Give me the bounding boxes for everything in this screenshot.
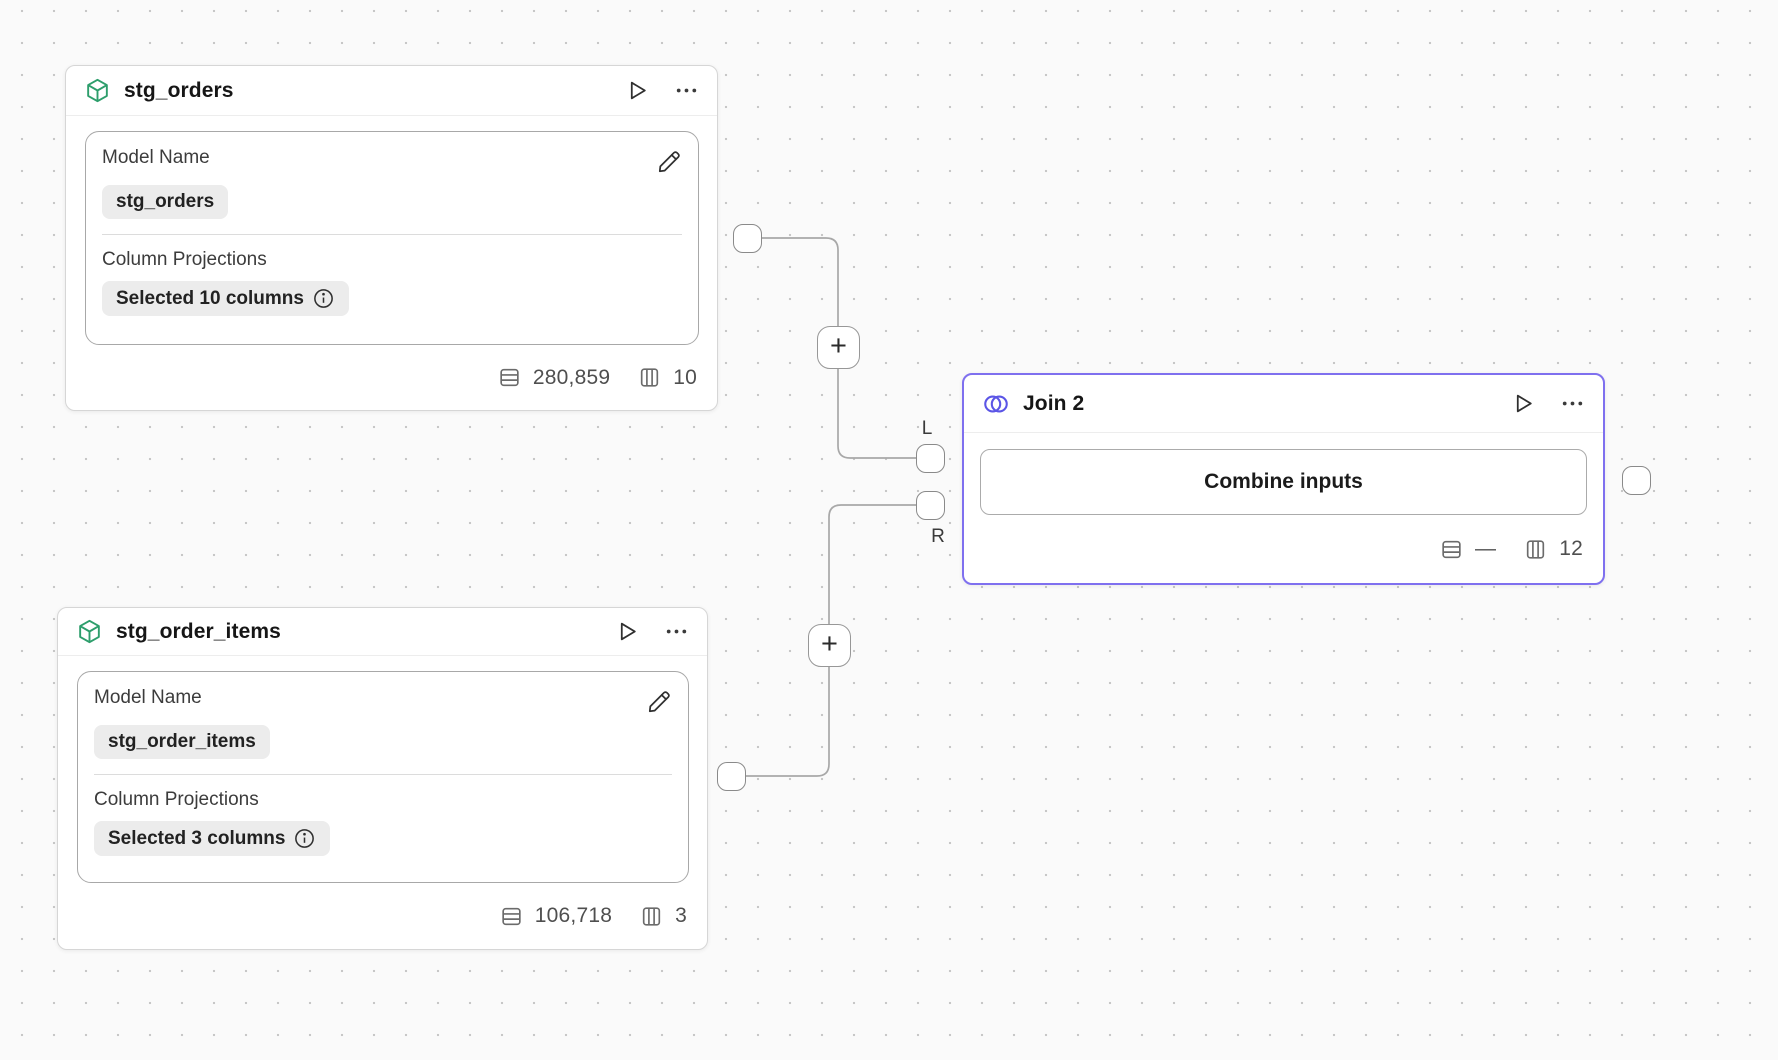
column-count-value: 12: [1559, 537, 1583, 560]
column-projections-label: Column Projections: [94, 789, 259, 810]
model-name-chip[interactable]: stg_orders: [102, 185, 229, 219]
node-stg-order-items-header[interactable]: stg_order_items: [58, 608, 707, 656]
run-node-button[interactable]: [625, 78, 650, 103]
column-projections-chip[interactable]: Selected 10 columns: [102, 281, 349, 316]
join-left-port-label: L: [921, 418, 933, 439]
add-step-button-bottom-edge[interactable]: +: [808, 624, 851, 667]
node-menu-button[interactable]: [664, 619, 689, 644]
node-stg-orders[interactable]: stg_orders Model Name: [65, 65, 718, 411]
node-join-2-header[interactable]: Join 2: [964, 375, 1603, 433]
row-count-value: 280,859: [532, 365, 611, 389]
column-count-value: 3: [675, 904, 687, 927]
column-count-icon: [1527, 539, 1545, 559]
node-stats-footer: 106,718 3: [58, 883, 707, 949]
edit-pencil-icon[interactable]: [646, 689, 672, 715]
model-name-value: stg_order_items: [108, 731, 256, 752]
column-count-icon: [641, 368, 659, 387]
node-config-card: Model Name stg_orders Column Projections…: [85, 131, 699, 345]
join-left-input-port[interactable]: [916, 444, 945, 473]
node-join-2[interactable]: Join 2 Combine inputs —: [962, 373, 1605, 585]
output-port-join[interactable]: [1622, 466, 1651, 495]
run-node-button[interactable]: [615, 619, 640, 644]
model-cube-icon: [84, 77, 111, 104]
column-projections-label: Column Projections: [102, 249, 267, 270]
edit-pencil-icon[interactable]: [656, 149, 682, 175]
plus-icon: +: [830, 330, 847, 362]
node-stats-footer: 280,859 10: [66, 345, 717, 410]
row-count-icon: [1442, 540, 1461, 558]
info-icon[interactable]: [312, 287, 335, 310]
column-projections-value: Selected 10 columns: [116, 287, 304, 309]
node-config-card: Model Name stg_order_items Column Projec…: [77, 671, 689, 883]
join-right-port-label: R: [931, 526, 945, 547]
add-step-button-top-edge[interactable]: +: [817, 326, 860, 369]
output-port-stg-orders[interactable]: [733, 224, 762, 253]
plus-icon: +: [821, 628, 838, 660]
model-name-value: stg_orders: [116, 191, 215, 212]
info-icon[interactable]: [293, 827, 316, 850]
row-count-icon: [502, 907, 521, 925]
run-node-button[interactable]: [1511, 391, 1536, 416]
node-stats-footer: — 12: [964, 515, 1603, 583]
model-name-label: Model Name: [102, 147, 210, 168]
node-menu-button[interactable]: [674, 78, 699, 103]
model-cube-icon: [76, 618, 103, 645]
column-count-value: 10: [673, 365, 697, 389]
node-stg-orders-header[interactable]: stg_orders: [66, 66, 717, 116]
card-divider: [94, 774, 672, 775]
row-count-value: —: [1475, 537, 1497, 560]
card-divider: [102, 234, 682, 235]
join-icon: [982, 390, 1010, 418]
node-title: stg_orders: [124, 78, 234, 102]
join-right-input-port[interactable]: [916, 491, 945, 520]
model-name-chip[interactable]: stg_order_items: [94, 725, 270, 759]
node-stg-order-items[interactable]: stg_order_items Model Name: [57, 607, 708, 950]
model-name-label: Model Name: [94, 687, 202, 708]
column-count-icon: [642, 906, 661, 926]
node-menu-button[interactable]: [1560, 391, 1585, 416]
combine-inputs-button[interactable]: Combine inputs: [980, 449, 1587, 515]
node-title: stg_order_items: [116, 619, 281, 643]
column-projections-chip[interactable]: Selected 3 columns: [94, 821, 331, 856]
column-projections-value: Selected 3 columns: [108, 827, 286, 849]
output-port-stg-order-items[interactable]: [717, 762, 746, 791]
node-title: Join 2: [1023, 391, 1085, 415]
row-count-value: 106,718: [534, 904, 613, 927]
row-count-icon: [500, 368, 519, 387]
